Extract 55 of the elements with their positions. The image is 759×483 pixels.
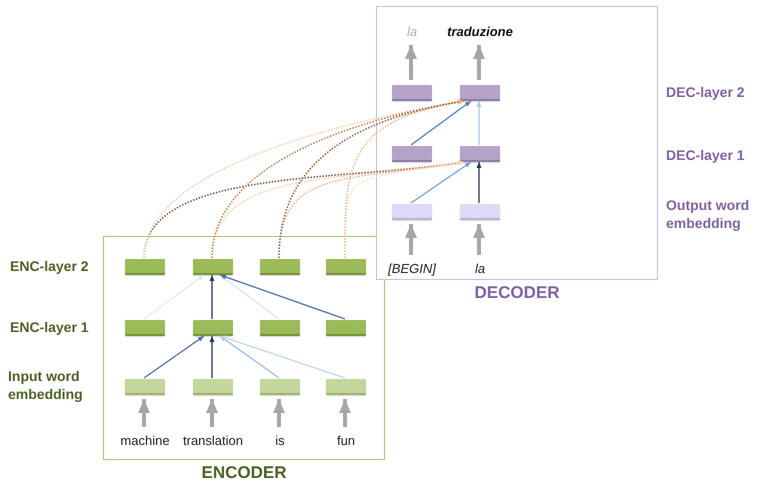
decoder-input-word: [BEGIN] [379,260,445,278]
input-arrow [473,224,485,255]
encoder-state-bar [326,259,366,275]
attention-arrow [144,335,204,379]
input-word: translation [180,432,246,450]
attention-arrow [410,161,472,204]
input-embedding-bar [260,379,300,395]
layer-label: ENC-layer 2 [10,257,90,275]
attention-arrow [220,274,280,320]
input-arrow [405,45,417,80]
attention-arrow [220,335,346,379]
input-arrow [206,399,218,427]
panel-title: DECODER [473,283,560,303]
layer-label: DEC-layer 2 [666,83,746,101]
output-embedding-bar [392,204,432,220]
encoder-state-bar [260,320,300,336]
attention-arrow [476,162,482,203]
attention-curve [278,100,464,258]
layer-label: Output word embedding [666,196,750,232]
input-arrow [138,399,150,427]
decoder-input-word: la [447,260,513,278]
attention-curve [344,100,464,258]
decoder-state-bar [460,146,500,162]
encoder-state-bar [326,320,366,336]
input-embedding-bar [326,379,366,395]
input-arrow [473,45,485,80]
attention-arrow [210,275,214,319]
input-arrow [405,224,417,255]
input-word: is [247,432,313,450]
encoder-state-bar [260,259,300,275]
encoder-state-bar [193,259,233,275]
encoder-state-bar [125,320,165,336]
input-arrow [273,399,285,427]
decoder-state-bar [392,85,432,101]
attention-arrow [210,336,214,378]
decoder-state-bar [460,85,500,101]
layer-label: Input word embedding [8,367,84,403]
input-embedding-bar [193,379,233,395]
attention-arrow [220,274,346,320]
input-embedding-bar [125,379,165,395]
attention-curve [211,100,464,258]
input-word: machine [112,432,178,450]
layer-label: ENC-layer 1 [10,318,90,336]
attention-arrow [410,100,472,146]
attention-arrow [476,101,482,145]
attention-arrow [220,335,280,379]
input-arrow [339,399,351,427]
attention-arrow [144,274,204,320]
decoder-state-bar [392,146,432,162]
panel-title: ENCODER [200,463,288,483]
encoder-state-bar [193,320,233,336]
output-embedding-bar [460,204,500,220]
input-word: fun [313,432,379,450]
layer-label: DEC-layer 1 [666,146,746,164]
encoder-state-bar [125,259,165,275]
